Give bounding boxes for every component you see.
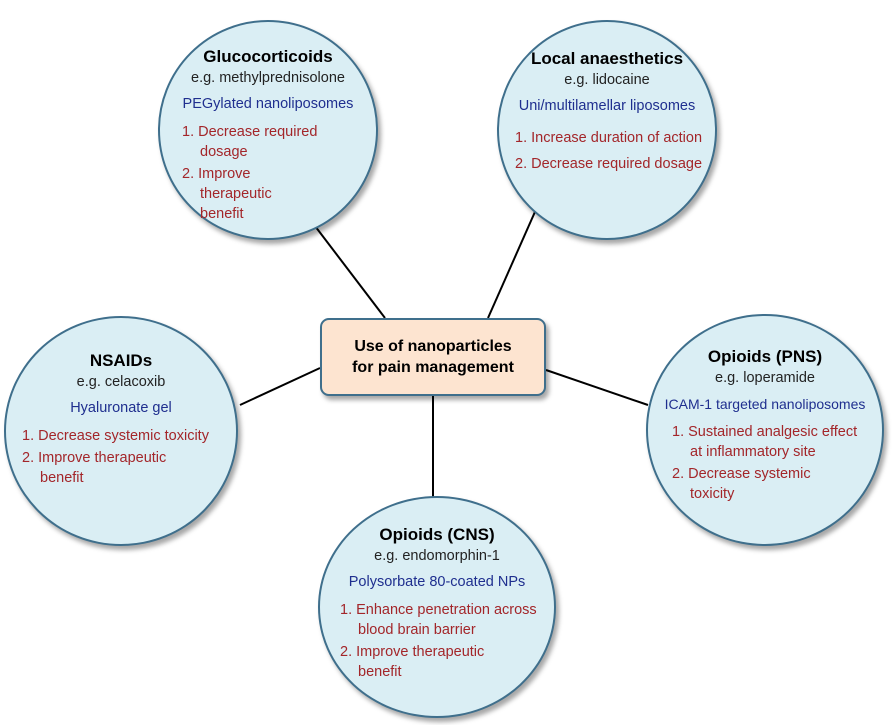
node-local-anaesthetics: Local anaesthetics e.g. lidocaine Uni/mu… [497, 20, 717, 240]
benefit-item: 1. Decrease required dosage [182, 124, 318, 160]
benefit-item: 1. Sustained analgesic effect at inflamm… [672, 424, 858, 460]
center-topic-box: Use of nanoparticles for pain management [320, 318, 546, 396]
node-carrier: PEGylated nanoliposomes [182, 96, 354, 112]
benefit-item: 2. Improve therapeutic benefit [182, 166, 272, 222]
center-topic-line-1: Use of nanoparticles [354, 338, 512, 355]
node-example: e.g. celacoxib [76, 374, 166, 390]
center-topic-line-2: for pain management [352, 359, 514, 376]
node-example: e.g. endomorphin-1 [374, 548, 500, 564]
node-carrier: Uni/multilamellar liposomes [518, 98, 696, 114]
node-title: Opioids (PNS) [707, 347, 823, 366]
node-title: NSAIDs [89, 351, 153, 370]
node-title: Local anaesthetics [530, 49, 684, 68]
benefit-list: 1. Decrease systemic toxicity 2. Improve… [16, 426, 226, 488]
node-example: e.g. loperamide [715, 370, 815, 386]
benefit-item: 1. Decrease systemic toxicity [22, 428, 209, 444]
connector-local-anaesthetics [487, 204, 539, 319]
node-carrier: ICAM-1 targeted nanoliposomes [664, 396, 866, 412]
benefit-list: 1. Sustained analgesic effect at inflamm… [652, 422, 878, 504]
node-example: e.g. methylprednisolone [191, 70, 345, 86]
connector-glucocorticoids [314, 225, 386, 319]
node-nsaids: NSAIDs e.g. celacoxib Hyaluronate gel 1.… [4, 316, 238, 546]
node-carrier: Polysorbate 80-coated NPs [348, 574, 526, 590]
benefit-item: 2. Improve therapeutic benefit [22, 450, 167, 486]
node-title: Glucocorticoids [203, 47, 333, 66]
benefit-item: 2. Decrease required dosage [515, 156, 703, 172]
connector-opioids-pns [545, 369, 649, 406]
benefit-list: 1. Increase duration of action 2. Decrea… [509, 128, 705, 174]
node-title: Opioids (CNS) [379, 525, 495, 544]
node-opioids-pns: Opioids (PNS) e.g. loperamide ICAM-1 tar… [646, 314, 884, 546]
node-carrier: Hyaluronate gel [70, 400, 172, 416]
benefit-item: 1. Increase duration of action [515, 130, 703, 146]
connector-nsaids [239, 367, 321, 406]
benefit-item: 2. Improve therapeutic benefit [340, 644, 485, 680]
benefit-list: 1. Enhance penetration across blood brai… [330, 600, 544, 682]
benefit-item: 1. Enhance penetration across blood brai… [340, 602, 537, 638]
benefit-item: 2. Decrease systemic toxicity [672, 466, 811, 502]
benefit-list: 1. Decrease required dosage 2. Improve t… [182, 122, 354, 224]
node-opioids-cns: Opioids (CNS) e.g. endomorphin-1 Polysor… [318, 496, 556, 718]
node-example: e.g. lidocaine [564, 72, 650, 88]
node-glucocorticoids: Glucocorticoids e.g. methylprednisolone … [158, 20, 378, 240]
